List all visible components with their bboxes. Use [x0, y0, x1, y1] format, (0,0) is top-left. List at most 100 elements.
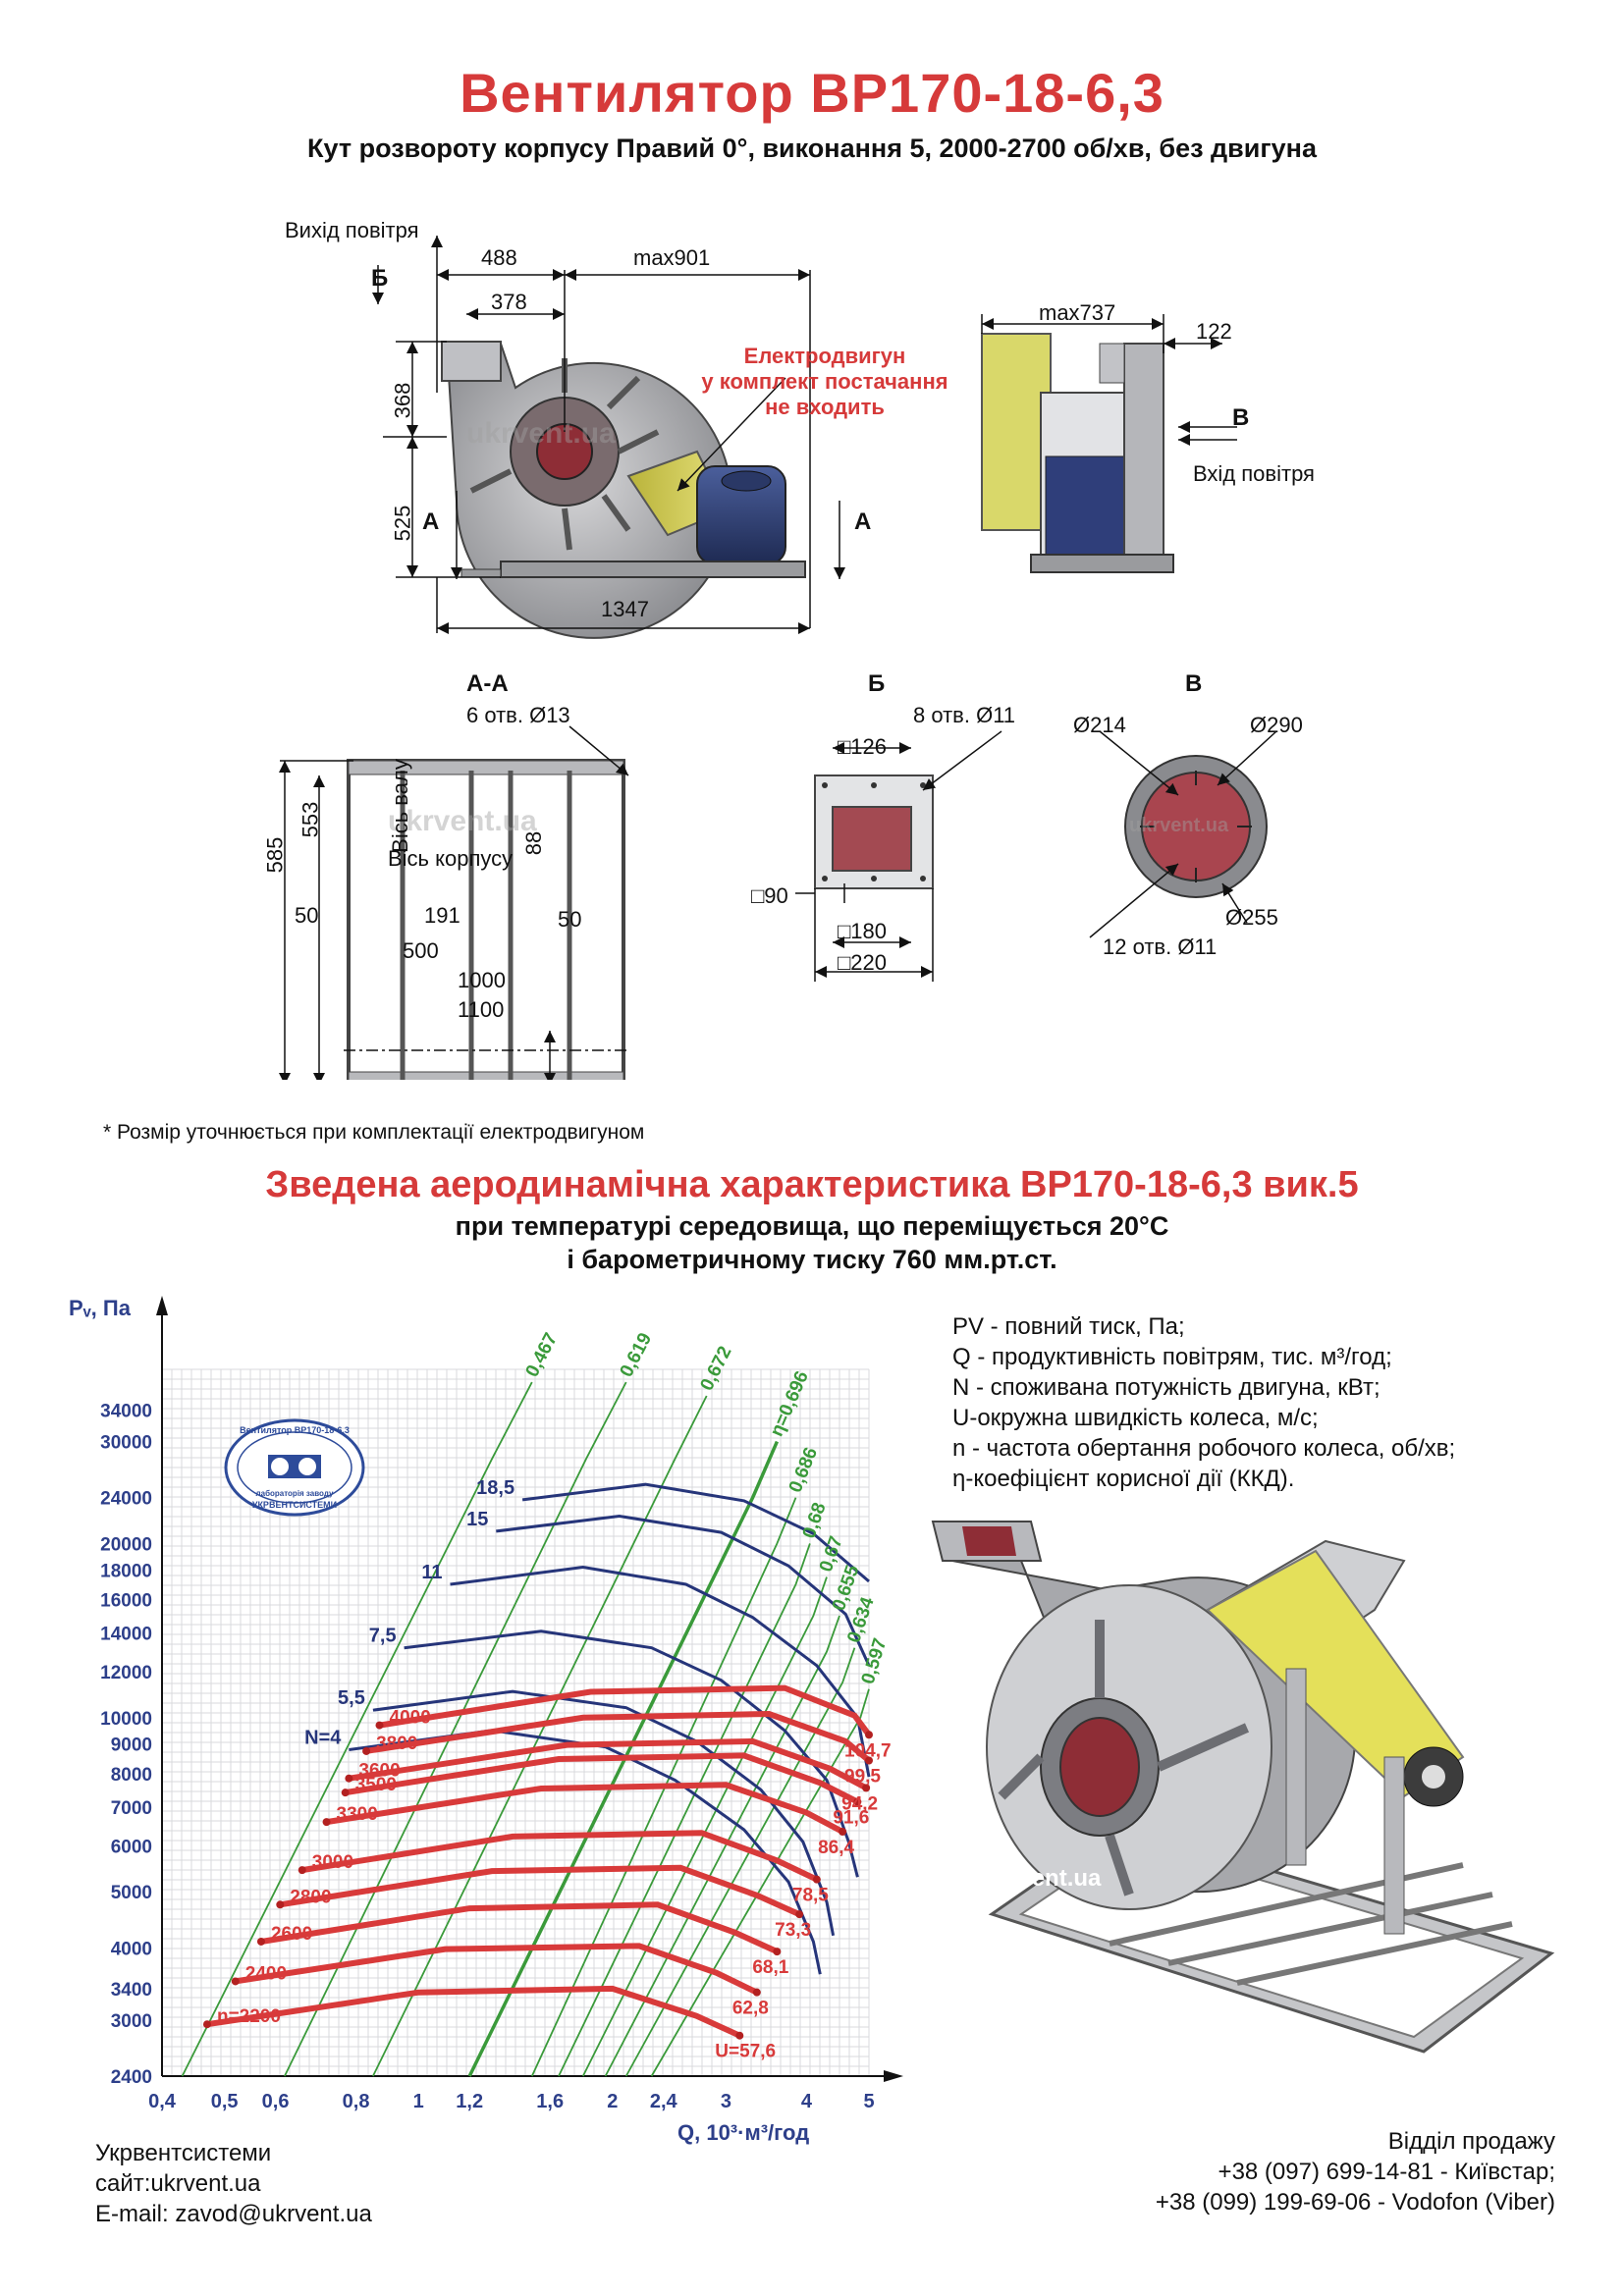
sales-title: Відділ продажу [1387, 2128, 1555, 2155]
speed-curve [204, 1985, 743, 2039]
speed-n-label: 4000 [390, 1708, 431, 1729]
power-label: 11 [421, 1562, 442, 1583]
motor-note: Електродвигун у комплект постачання не в… [701, 344, 948, 419]
outlet-flange [441, 341, 502, 382]
legend-item: N - споживана потужність двигуна, кВт; [952, 1374, 1380, 1401]
efficiency-label: 0,672 [696, 1343, 735, 1394]
speed-n-label: 3600 [358, 1761, 400, 1782]
speed-u-label: 94,2 [841, 1793, 878, 1814]
dim-553: 553 [298, 801, 323, 838]
y-tick-label: 9000 [111, 1735, 152, 1756]
chart-subheading-2: і барометричному тиску 760 мм.рт.ст. [567, 1245, 1057, 1274]
speed-curve-end [812, 1875, 821, 1884]
efficiency-lines [181, 1381, 870, 2077]
y-tick-label: 5000 [111, 1883, 152, 1903]
dim-1000: 1000 [458, 968, 506, 992]
x-tick-label: 1,6 [536, 2091, 564, 2112]
power-label: 7,5 [369, 1626, 397, 1647]
dim-488: 488 [481, 245, 517, 270]
section-aa [279, 725, 629, 1080]
air-out-label: Вихід повітря [285, 218, 419, 242]
legend-item: Q - продуктивність повітрям, тис. м³/год… [952, 1344, 1392, 1370]
y-tick-label: 4000 [111, 1939, 152, 1959]
speed-u-label: 73,3 [775, 1920, 811, 1941]
speed-curve-start [276, 1900, 285, 1909]
dim-max901: max901 [633, 245, 711, 270]
speed-curve-end [752, 1988, 761, 1997]
speed-curve [258, 1901, 781, 1955]
power-curve [521, 1482, 870, 1583]
page-subtitle: Кут розвороту корпусу Правий 0°, виконан… [307, 133, 1317, 163]
y-tick-label: 30000 [100, 1433, 152, 1454]
y-arrow [156, 1296, 168, 1315]
chart-subheading-1: при температурі середовища, що переміщує… [455, 1211, 1169, 1241]
dim-180: □180 [838, 919, 887, 943]
y-axis-label: Pᵥ, Па [69, 1296, 132, 1320]
y-tick-label: 2400 [111, 2067, 152, 2088]
company-site[interactable]: сайт:ukrvent.ua [95, 2170, 261, 2197]
speed-n-label: 3500 [355, 1775, 397, 1795]
dim-191: 191 [424, 903, 460, 928]
legend-item: η-коефіцієнт корисної дії (ККД). [952, 1466, 1295, 1492]
y-tick-label: 14000 [100, 1625, 152, 1645]
dim-290: Ø290 [1250, 713, 1303, 737]
x-tick-label: 1 [413, 2091, 424, 2112]
holes-aa: 6 отв. Ø13 [466, 703, 570, 727]
speed-curve-start [375, 1721, 384, 1730]
speed-u-label: 86,4 [818, 1838, 854, 1858]
dim-50-right: 50 [558, 907, 582, 932]
speed-curve-end [773, 1948, 782, 1956]
efficiency-label: 0,467 [522, 1330, 563, 1381]
speed-n-label: 2600 [271, 1924, 312, 1945]
efficiency-line [372, 1395, 708, 2077]
x-tick-label: 2,4 [650, 2091, 678, 2112]
x-tick-label: 4 [801, 2091, 813, 2112]
company-name: Укрвентсистеми [95, 2140, 272, 2166]
sales-contacts: Відділ продажу +38 (097) 699-14-81 - Киї… [1156, 2126, 1555, 2217]
speed-n-label: 3800 [376, 1734, 417, 1754]
x-axis-label: Q, 10³·м³/год [677, 2120, 809, 2145]
efficiency-line [558, 1543, 811, 2077]
sales-phone-2[interactable]: +38 (099) 199-69-06 - Vodofon (Viber) [1155, 2189, 1555, 2216]
efficiency-line [581, 1576, 828, 2077]
dim-122: 122 [1196, 319, 1232, 344]
stamp-text: УКРВЕНТСИСТЕМИ [252, 1500, 337, 1510]
speed-n-label: 2800 [290, 1887, 331, 1907]
speed-curve-start [256, 1937, 265, 1946]
power-curve [349, 1729, 822, 1975]
dim-1100: 1100 [458, 997, 505, 1022]
speed-curve-end [735, 2031, 744, 2040]
y-tick-label: 34000 [100, 1402, 152, 1422]
holes-b: 8 отв. Ø11 [913, 703, 1016, 727]
x-tick-label: 2 [607, 2091, 618, 2112]
speed-u-label: U=57,6 [715, 2042, 776, 2062]
label-v: В [1232, 404, 1250, 431]
efficiency-line [624, 1647, 856, 2077]
front-view [981, 314, 1237, 573]
speed-n-label: 3000 [312, 1852, 353, 1873]
y-tick-label: 8000 [111, 1765, 152, 1786]
company-email[interactable]: E-mail: zavod@ukrvent.ua [95, 2201, 372, 2227]
dim-max737: max737 [1039, 300, 1116, 325]
dim-585: 585 [262, 836, 288, 874]
dim-90: □90 [751, 883, 788, 908]
speed-u-label: 91,6 [833, 1808, 869, 1829]
efficiency-line [181, 1381, 533, 2077]
dim-500: 500 [403, 938, 439, 963]
watermark: ukrvent.ua [1129, 815, 1229, 836]
efficiency-line [467, 1440, 780, 2077]
sales-phone-1[interactable]: +38 (097) 699-14-81 - Київстар; [1218, 2159, 1555, 2185]
section-b-title: Б [868, 670, 886, 697]
legend-item: n - частота обертання робочого колеса, о… [952, 1435, 1456, 1462]
x-tick-label: 3 [721, 2091, 731, 2112]
speed-curve-start [341, 1789, 350, 1797]
efficiency-line [650, 1688, 870, 2077]
stamp-text: Вентилятор ВР170-18-6,3 [240, 1425, 350, 1435]
page-title: Вентилятор ВР170-18-6,3 [460, 62, 1164, 124]
speed-curve [323, 1782, 846, 1835]
speed-n-label: n=2200 [217, 2006, 281, 2027]
watermark: ukrvent.ua [466, 417, 616, 450]
dim-220: □220 [838, 950, 887, 975]
